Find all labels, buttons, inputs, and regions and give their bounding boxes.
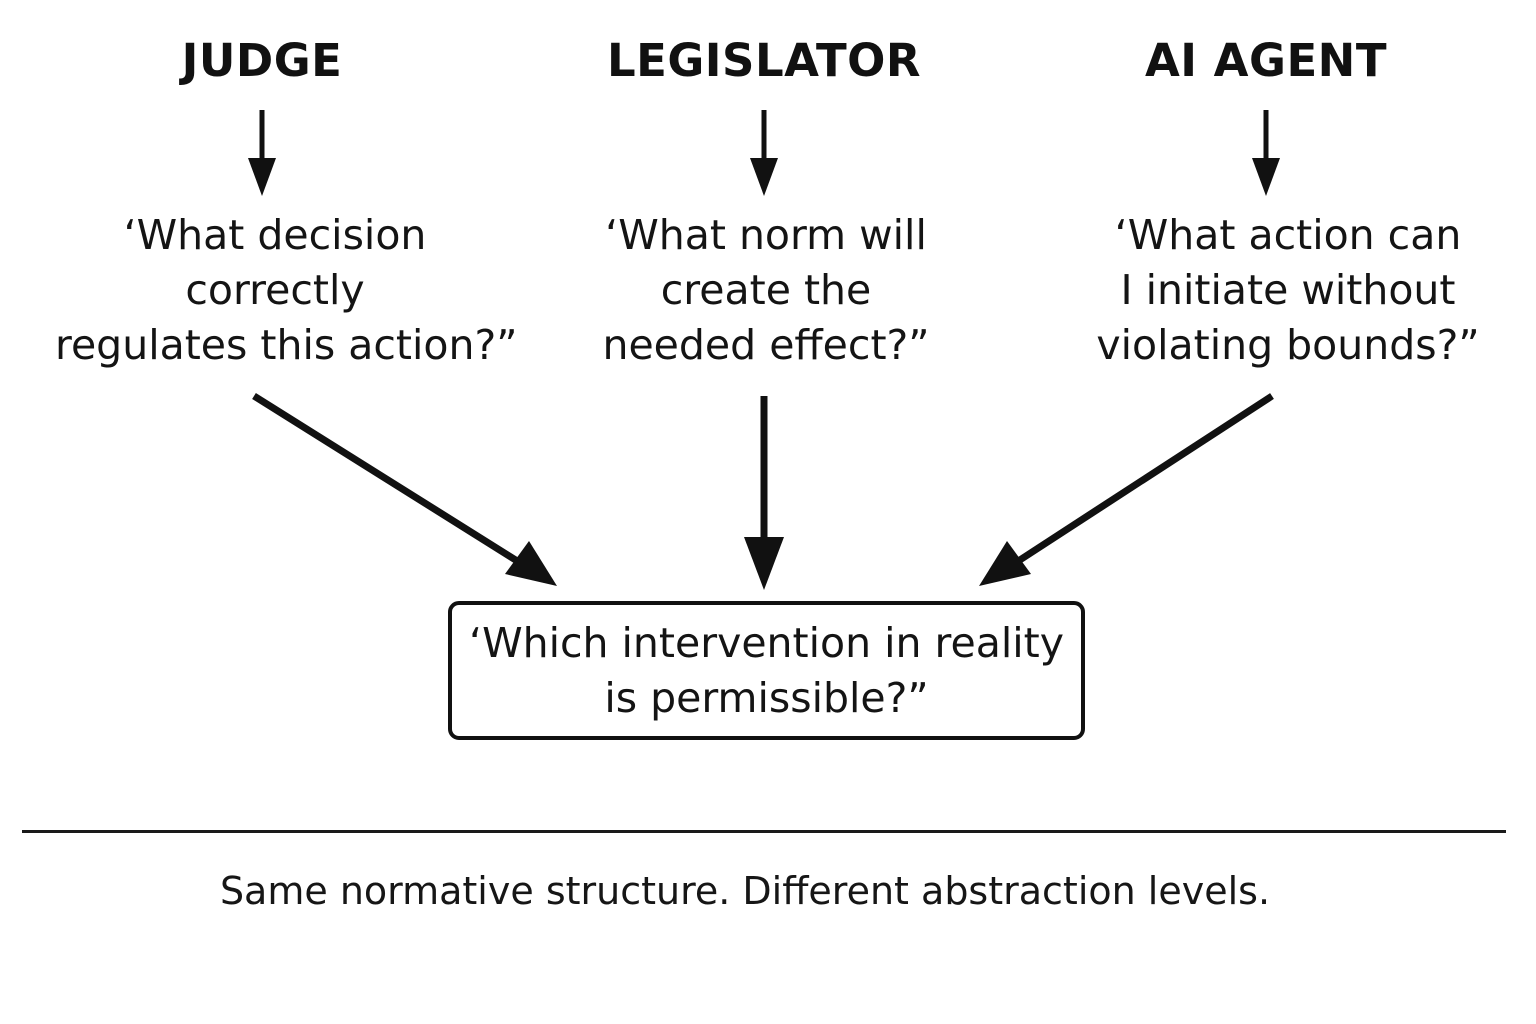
- question-line: create the: [660, 266, 872, 314]
- column-heading-legislator: LEGISLATOR: [606, 34, 922, 87]
- question-line: needed effect?”: [602, 321, 930, 369]
- down-arrow-icon-judge: [248, 110, 276, 196]
- conclusion-text: ‘Which intervention in reality is permis…: [469, 616, 1064, 726]
- question-line: violating bounds?”: [1096, 321, 1480, 369]
- conclusion-box: ‘Which intervention in reality is permis…: [448, 601, 1085, 740]
- column-heading-ai-agent: AI AGENT: [1144, 34, 1388, 87]
- down-arrow-icon-legislator: [750, 110, 778, 196]
- footer-caption: Same normative structure. Different abst…: [219, 869, 1271, 913]
- column-question-legislator: ‘What norm will create the needed effect…: [546, 208, 986, 373]
- column-question-judge: ‘What decision correctly regulates this …: [55, 208, 518, 373]
- question-line: ‘What decision: [123, 211, 427, 259]
- diagonal-arrow-down-left-icon: [979, 393, 1274, 586]
- down-arrow-icon-ai-agent: [1252, 110, 1280, 196]
- footer-divider: [22, 830, 1506, 833]
- down-arrow-icon-legislator-converge: [744, 396, 784, 590]
- question-line: correctly: [185, 266, 365, 314]
- question-line: ‘What action can: [1114, 211, 1462, 259]
- question-line: I initiate without: [1120, 266, 1456, 314]
- column-question-ai-agent: ‘What action can I initiate without viol…: [1068, 208, 1508, 373]
- diagonal-arrow-down-right-icon: [252, 393, 557, 586]
- conclusion-line: ‘Which intervention in reality: [469, 618, 1064, 667]
- question-line: ‘What norm will: [605, 211, 927, 259]
- conclusion-line: is permissible?”: [604, 673, 929, 722]
- question-line: regulates this action?”: [55, 321, 518, 369]
- column-heading-judge: JUDGE: [181, 34, 343, 87]
